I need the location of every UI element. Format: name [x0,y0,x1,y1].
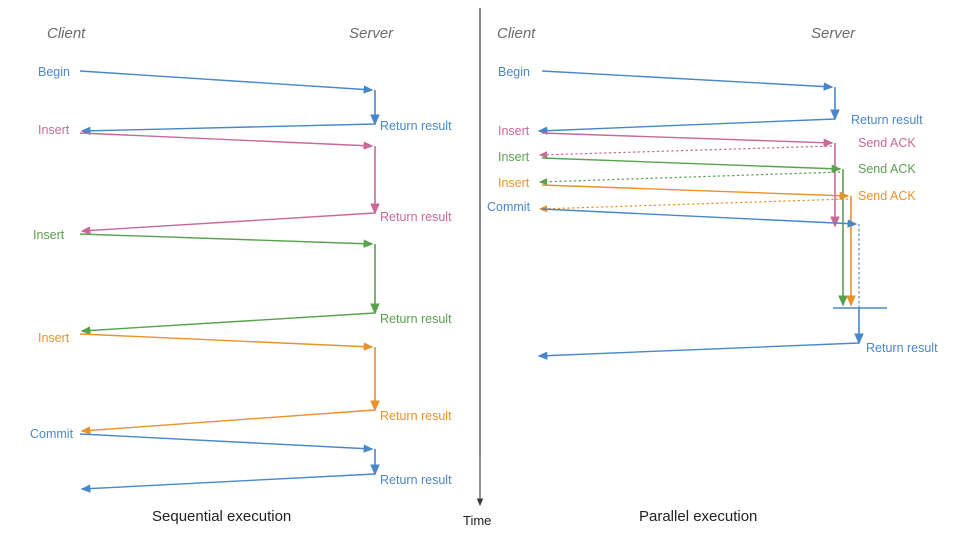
right-msg-return-final: Return result [866,341,938,355]
left-arrow-insert-3 [79,333,374,351]
left-msg-return-3: Return result [380,312,452,326]
right-arrow-commit [541,208,858,228]
left-arrow-return-4 [80,409,376,435]
right-msg-insert-2: Insert [498,150,530,164]
left-panel-caption: Sequential execution [152,508,291,525]
right-arrow-return-final [537,342,860,360]
left-arrow-return-5 [80,473,376,493]
left-arrow-return-1 [80,123,376,135]
left-msg-insert-1: Insert [38,123,70,137]
right-ack-return-3 [538,198,849,213]
right-msg-insert-1: Insert [498,124,530,138]
left-msg-begin: Begin [38,65,70,79]
right-msg-return-1: Return result [851,113,923,127]
right-panel-caption: Parallel execution [639,508,757,525]
right-arrow-insert-2 [541,157,842,173]
left-msg-return-1: Return result [380,119,452,133]
left-arrow-insert-2 [79,233,374,248]
right-msg-begin: Begin [498,65,530,79]
right-server-header: Server [811,25,856,42]
left-arrow-return-3 [80,312,376,335]
left-msg-commit: Commit [30,427,74,441]
left-msg-return-2: Return result [380,210,452,224]
right-client-header: Client [497,25,536,42]
right-arrow-insert-3 [541,184,850,200]
left-msg-insert-3: Insert [38,331,70,345]
right-arrow-insert-1 [541,132,834,147]
left-server-header: Server [349,25,394,42]
left-msg-insert-2: Insert [33,228,65,242]
right-msg-ack-3: Send ACK [858,189,916,203]
right-msg-ack-2: Send ACK [858,162,916,176]
right-msg-insert-3: Insert [498,176,530,190]
left-arrow-insert-1 [79,132,374,150]
right-ack-return-1 [538,145,833,159]
left-msg-return-4: Return result [380,409,452,423]
right-ack-return-2 [538,171,841,186]
right-arrow-return-1 [537,118,836,135]
right-msg-commit: Commit [487,200,531,214]
left-arrow-return-2 [80,212,376,235]
left-arrow-begin [79,70,374,94]
right-msg-ack-1: Send ACK [858,136,916,150]
left-arrow-commit [79,433,374,453]
left-client-header: Client [47,25,86,42]
time-axis-label: Time [463,513,491,528]
left-msg-return-5: Return result [380,473,452,487]
right-arrow-begin [541,70,834,91]
